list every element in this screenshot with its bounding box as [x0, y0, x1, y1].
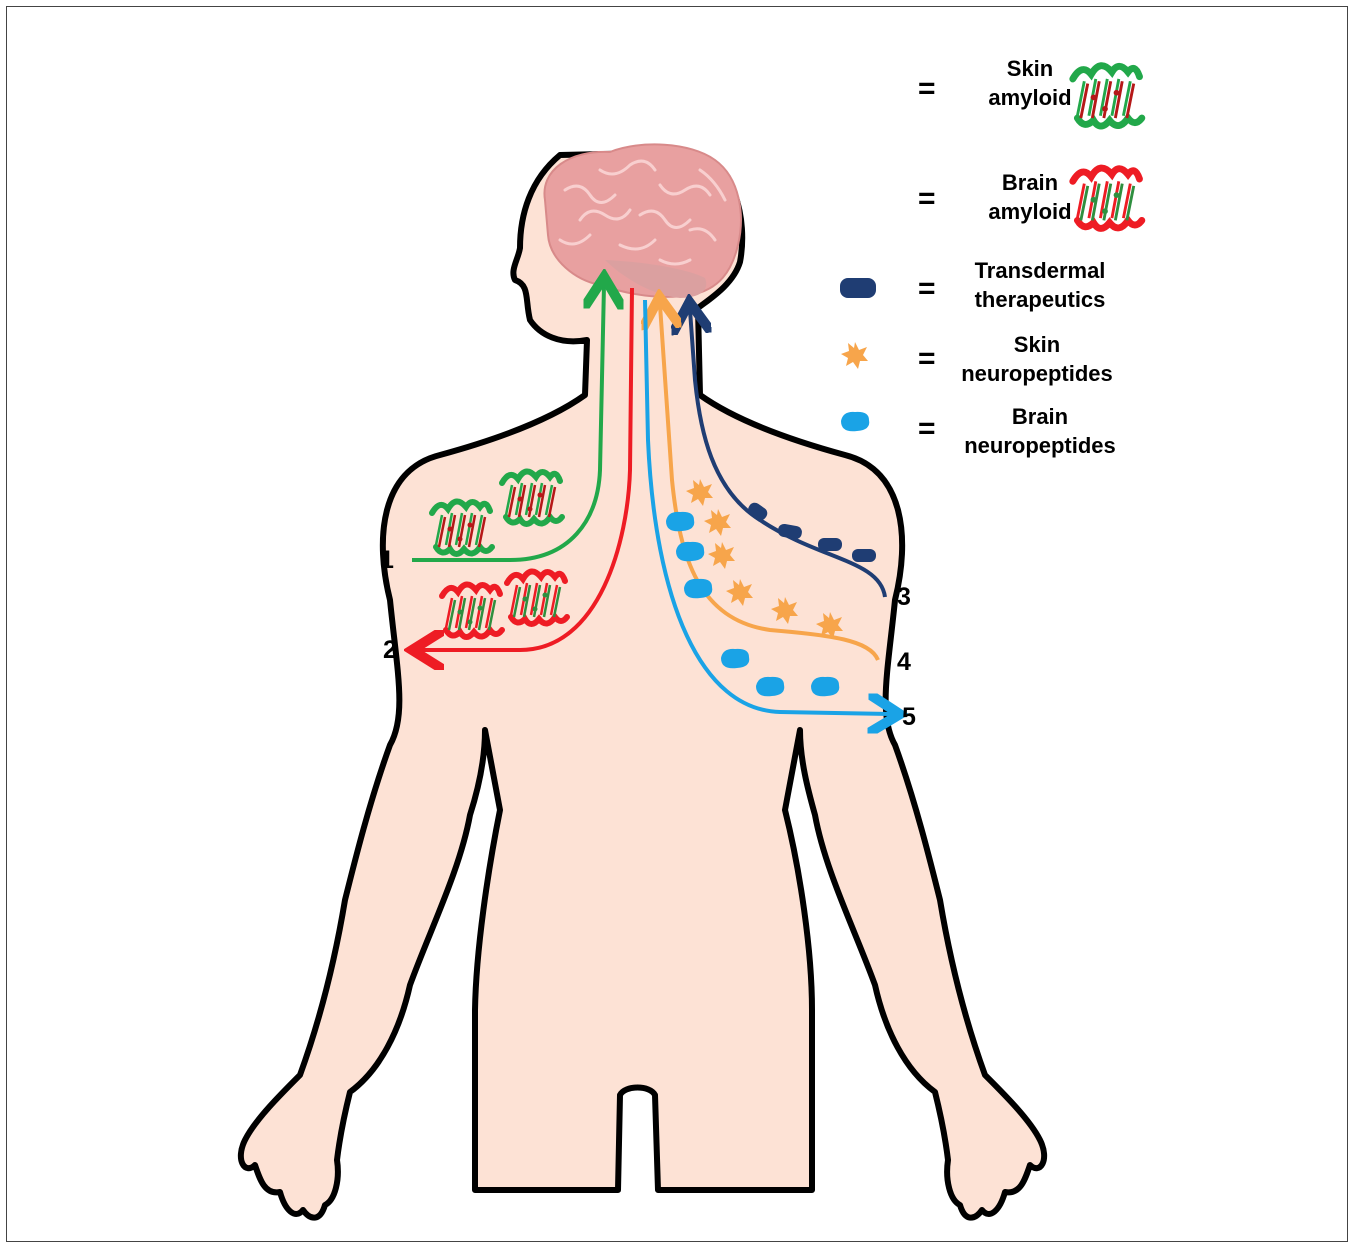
legend-equals: =: [918, 412, 936, 445]
legend-equals: =: [918, 72, 936, 105]
legend-skin-amyloid-line1: Skin: [1007, 56, 1053, 81]
pathway-2-label: 2: [383, 636, 397, 664]
body-silhouette: [241, 152, 1044, 1218]
legend-transdermal-line1: Transdermal: [975, 258, 1106, 283]
pathway-1-label: 1: [380, 546, 394, 574]
legend-equals: =: [918, 272, 936, 305]
legend-skin-neuropeptides-line2: neuropeptides: [961, 361, 1113, 386]
brain-illustration: [544, 144, 740, 298]
legend-brain-amyloid-line1: Brain: [1002, 170, 1058, 195]
legend-equals: =: [918, 342, 936, 375]
legend-skin-amyloid-line2: amyloid: [988, 85, 1071, 110]
legend-brain-neuropeptide-icon: [841, 412, 869, 431]
legend-brain-neuropeptides-line1: Brain: [1012, 404, 1068, 429]
pathway-5-label: 5: [902, 703, 916, 731]
legend: = Skin amyloid = Brain amyloid = Transde…: [840, 56, 1142, 458]
legend-skin-amyloid-icon: [1073, 66, 1142, 126]
pathway-4-label: 4: [897, 648, 911, 676]
legend-brain-neuropeptides-line2: neuropeptides: [964, 433, 1116, 458]
legend-transdermal-icon: [840, 278, 876, 298]
legend-skin-neuropeptides-line1: Skin: [1014, 332, 1060, 357]
pathway-3-label: 3: [897, 583, 911, 611]
legend-equals: =: [918, 182, 936, 215]
legend-transdermal-line2: therapeutics: [975, 287, 1106, 312]
legend-skin-neuropeptide-icon: [841, 342, 868, 369]
legend-brain-amyloid-icon: [1073, 168, 1142, 228]
legend-brain-amyloid-line2: amyloid: [988, 199, 1071, 224]
